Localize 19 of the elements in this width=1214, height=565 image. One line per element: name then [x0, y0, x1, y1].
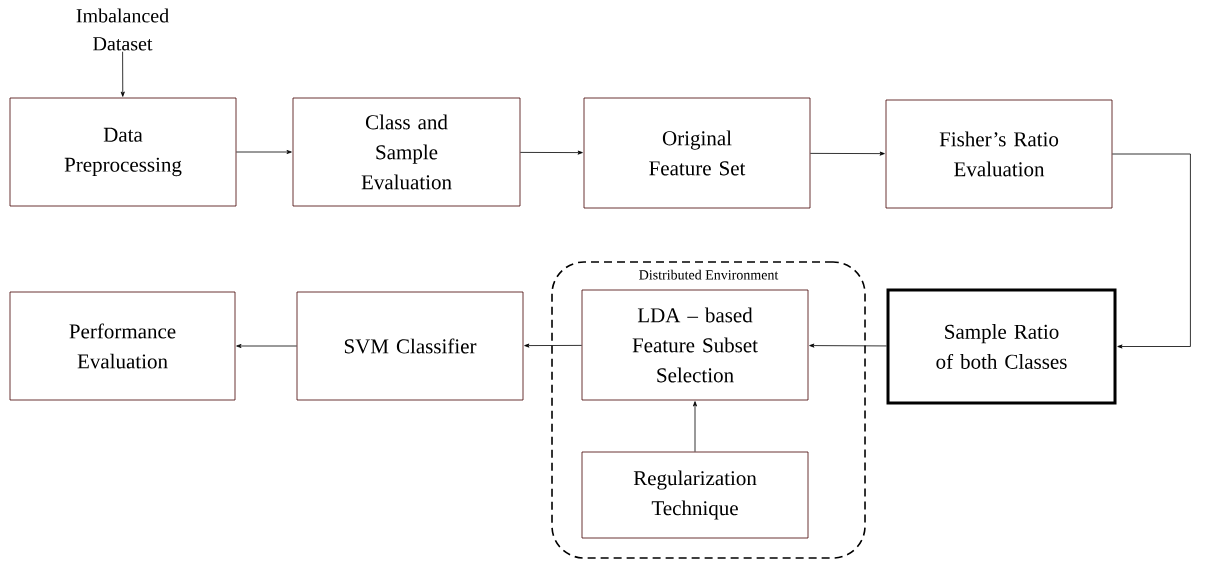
process-box: Original Feature Set: [583, 97, 811, 209]
arrow: [524, 343, 582, 348]
input-label: Imbalanced Dataset: [76, 8, 169, 51]
process-box: Performance Evaluation: [9, 291, 236, 401]
arrow: [120, 51, 125, 97]
process-box: Regularization Technique: [581, 451, 809, 539]
arrow: [1112, 153, 1191, 349]
arrow: [236, 344, 297, 348]
arrow: [520, 150, 583, 155]
process-box: Fisher’s Ratio Evaluation: [885, 99, 1113, 209]
process-box: Sample Ratio of both Classes: [886, 288, 1117, 405]
process-box: Class and Sample Evaluation: [292, 97, 521, 207]
process-box: SVM Classifier: [296, 291, 524, 401]
arrow: [809, 343, 887, 348]
process-box: Data Preprocessing: [9, 97, 237, 207]
process-box: LDA – based Feature Subset Selection: [581, 289, 809, 401]
arrow: [236, 150, 292, 154]
arrow: [693, 401, 697, 452]
arrow: [810, 151, 885, 156]
